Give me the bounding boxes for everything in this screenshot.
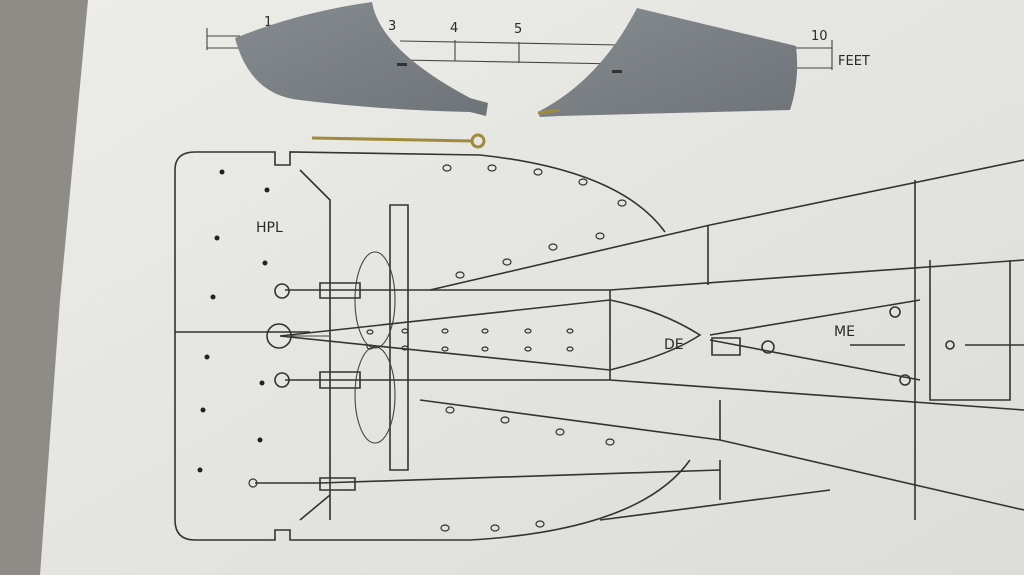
label-de: DE [664,337,684,353]
scale-tick-4: 4 [450,21,458,36]
paper-sheet [40,0,1024,575]
rudder-part-right [537,8,798,117]
scale-tick-3: 3 [388,19,396,34]
scale-tick-1: 1 [264,15,272,30]
label-me: ME [834,324,855,340]
scale-tick-5: 5 [514,22,522,37]
scale-bar: 1 3 4 5 10 FEET [206,15,870,70]
rivet-holes [197,164,627,532]
rudder-part-left [235,2,488,116]
brass-rod [311,133,486,149]
label-hpl: HPL [256,220,283,236]
scale-tick-10: 10 [811,29,828,44]
plan-drawing [174,151,1024,541]
scale-unit: FEET [838,54,870,69]
